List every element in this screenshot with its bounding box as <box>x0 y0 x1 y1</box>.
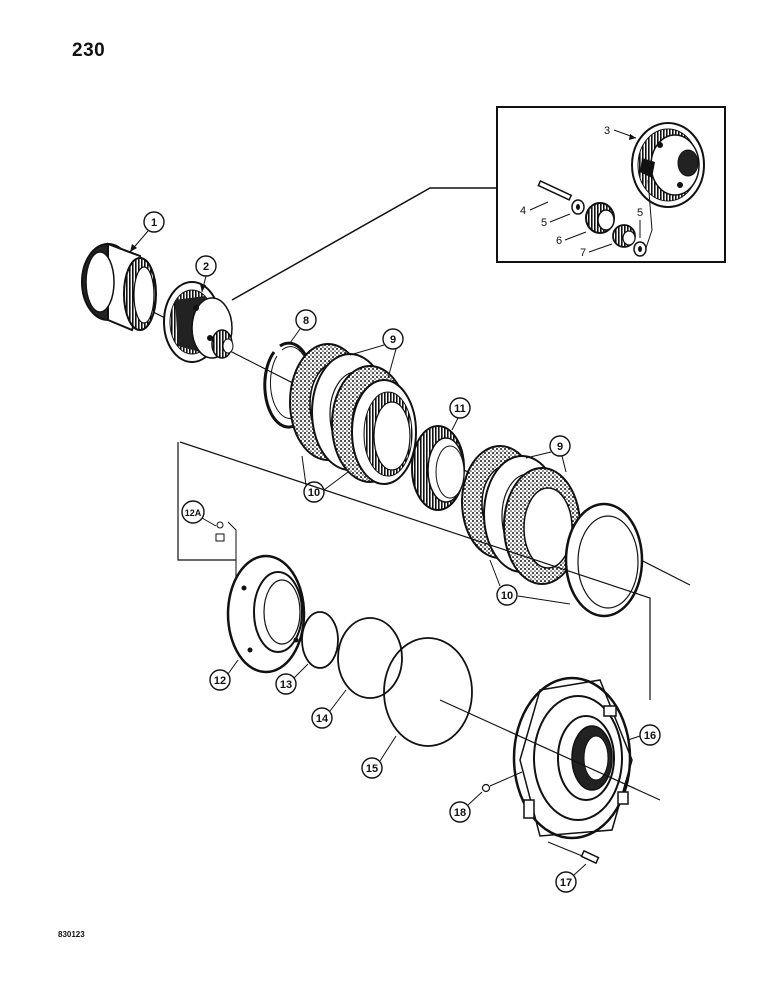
callout-1: 1 <box>129 211 165 253</box>
ring-gear <box>81 242 157 332</box>
svg-text:3: 3 <box>604 125 610 137</box>
housing-axis <box>439 699 661 801</box>
svg-text:14: 14 <box>316 713 329 725</box>
svg-text:11: 11 <box>454 403 466 415</box>
svg-text:8: 8 <box>303 315 309 327</box>
callout-10-lower: 10 <box>489 559 571 606</box>
svg-text:4: 4 <box>520 205 526 217</box>
svg-text:2: 2 <box>203 261 209 273</box>
thrust-washer-left <box>571 199 585 215</box>
middle-seal-ring <box>337 617 403 699</box>
planet-gear <box>585 202 615 234</box>
svg-text:15: 15 <box>366 763 378 775</box>
callout-16: 16 <box>627 724 661 746</box>
svg-text:5: 5 <box>637 207 643 219</box>
inset-detail-box <box>231 106 726 301</box>
callout-7: 7 <box>580 243 613 259</box>
needle-bearing <box>612 224 636 248</box>
outer-seal-ring <box>383 637 473 747</box>
thrust-washer-right <box>633 241 647 257</box>
callout-4: 4 <box>520 201 549 217</box>
callout-5-left: 5 <box>541 213 571 229</box>
callout-9-lower: 9 <box>525 435 571 473</box>
callout-3: 3 <box>604 125 637 140</box>
planet-carrier-assembly <box>163 281 234 363</box>
drawing-code: 830123 <box>58 930 85 939</box>
callout-11: 11 <box>449 397 471 431</box>
svg-text:9: 9 <box>557 441 563 453</box>
svg-text:6: 6 <box>556 235 562 247</box>
page-number: 230 <box>72 40 106 61</box>
piston <box>226 554 306 674</box>
planet-carrier-inset <box>631 122 705 208</box>
svg-text:1: 1 <box>151 217 157 229</box>
callout-17: 17 <box>555 863 587 893</box>
callout-12: 12 <box>209 659 239 691</box>
svg-text:16: 16 <box>644 730 656 742</box>
callout-12a: 12A <box>181 500 217 527</box>
planet-pin <box>537 180 573 201</box>
separator-plate <box>564 502 644 618</box>
clutch-disc-pack-upper <box>289 343 417 485</box>
svg-text:12A: 12A <box>185 508 202 518</box>
plug <box>481 771 523 793</box>
callout-10-upper: 10 <box>301 455 349 503</box>
callout-8: 8 <box>289 309 317 344</box>
svg-text:10: 10 <box>308 487 320 499</box>
bracket-right <box>179 441 651 700</box>
callout-15: 15 <box>361 735 397 779</box>
svg-text:18: 18 <box>454 807 466 819</box>
svg-text:17: 17 <box>560 877 572 889</box>
bracket-left <box>177 442 236 561</box>
callout-13: 13 <box>275 663 309 695</box>
svg-text:7: 7 <box>580 247 586 259</box>
check-valve-12a <box>215 521 237 580</box>
callout-6: 6 <box>556 231 587 247</box>
clutch-disc-pack-lower <box>461 445 581 585</box>
svg-text:13: 13 <box>280 679 292 691</box>
callout-2: 2 <box>195 255 217 293</box>
clutch-housing <box>512 676 633 840</box>
svg-text:5: 5 <box>541 217 547 229</box>
callout-5-right: 5 <box>637 207 643 238</box>
svg-text:9: 9 <box>390 334 396 346</box>
inner-seal-ring <box>301 611 339 669</box>
callout-18: 18 <box>449 791 483 823</box>
clutch-hub <box>411 425 465 511</box>
callout-9-upper: 9 <box>349 328 404 379</box>
svg-text:12: 12 <box>214 675 226 687</box>
callout-14: 14 <box>311 689 347 729</box>
bolt <box>547 841 600 865</box>
svg-text:10: 10 <box>501 590 513 602</box>
